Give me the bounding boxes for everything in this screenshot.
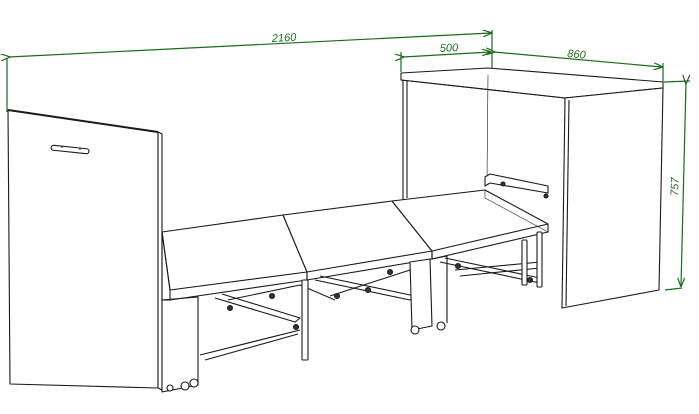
cabinet — [400, 67, 664, 309]
mattress-section-1 — [161, 214, 308, 301]
dim-cabinet-height: 757 — [669, 176, 682, 196]
handle — [50, 144, 90, 155]
legs — [301, 231, 543, 361]
dim-total-length: 2160 — [271, 32, 298, 45]
dimension-labels: 2160 500 860 757 — [271, 32, 682, 196]
headboard-panel — [7, 109, 163, 391]
dim-cabinet-width: 860 — [567, 48, 587, 62]
folding-frame — [199, 257, 541, 361]
support-box-center — [409, 255, 448, 335]
mattress-section-3 — [391, 189, 549, 260]
support-box-left — [161, 296, 199, 393]
dim-cabinet-depth: 500 — [440, 42, 460, 55]
dimension-lines — [7, 30, 691, 291]
